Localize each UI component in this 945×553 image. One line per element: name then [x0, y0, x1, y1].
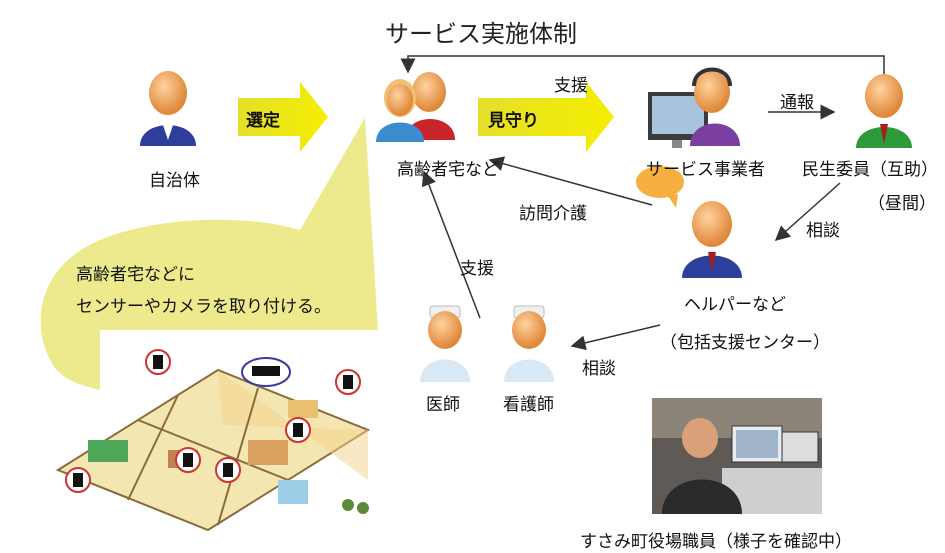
doctor-icon: [420, 305, 470, 382]
consult-label-2: 相談: [582, 359, 616, 379]
consult-arrow-2: [570, 324, 661, 351]
doctor-label: 医師: [426, 395, 460, 415]
callout-line-1: 高齢者宅などに: [76, 265, 195, 285]
page-title: サービス実施体制: [385, 20, 577, 48]
home-visit-arrow: [488, 156, 653, 206]
service-operator-icon: [648, 67, 740, 148]
welfare-commissioner-label: 民生委員（互助）: [802, 160, 938, 180]
elderly-couple-icon: [376, 72, 455, 142]
support-left-label: 支援: [460, 259, 494, 279]
staff-photo: [652, 398, 822, 514]
report-label: 通報: [780, 93, 814, 113]
watch-arrow: [478, 82, 614, 152]
select-label: 選定: [246, 111, 280, 131]
nurse-label: 看護師: [503, 395, 554, 415]
municipality-person-icon: [140, 71, 196, 146]
elderly-home-label: 高齢者宅など: [397, 160, 499, 180]
callout-line-2: センサーやカメラを取り付ける。: [76, 297, 331, 317]
callout-shape: [40, 118, 379, 390]
house-sensor-illustration: [55, 349, 371, 532]
consult-arrow-1: [774, 182, 841, 241]
watch-label: 見守り: [488, 111, 539, 131]
support-center-label: （包括支援センター）: [660, 333, 830, 353]
home-visit-label: 訪問介護: [519, 204, 587, 224]
nurse-icon: [504, 305, 554, 382]
service-provider-label: サービス事業者: [646, 160, 765, 180]
helper-label: ヘルパーなど: [684, 295, 786, 315]
municipality-label: 自治体: [149, 171, 200, 191]
daytime-label: （昼間）: [868, 194, 936, 214]
helper-icon: [636, 166, 742, 278]
select-arrow: [238, 82, 328, 152]
welfare-commissioner-icon: [856, 74, 912, 148]
consult-label-1: 相談: [806, 221, 840, 241]
support-arrow-left: [421, 170, 481, 319]
staff-caption: すさみ町役場職員（様子を確認中）: [580, 532, 852, 552]
feedback-line: [400, 55, 885, 74]
support-top-label: 支援: [554, 76, 588, 96]
